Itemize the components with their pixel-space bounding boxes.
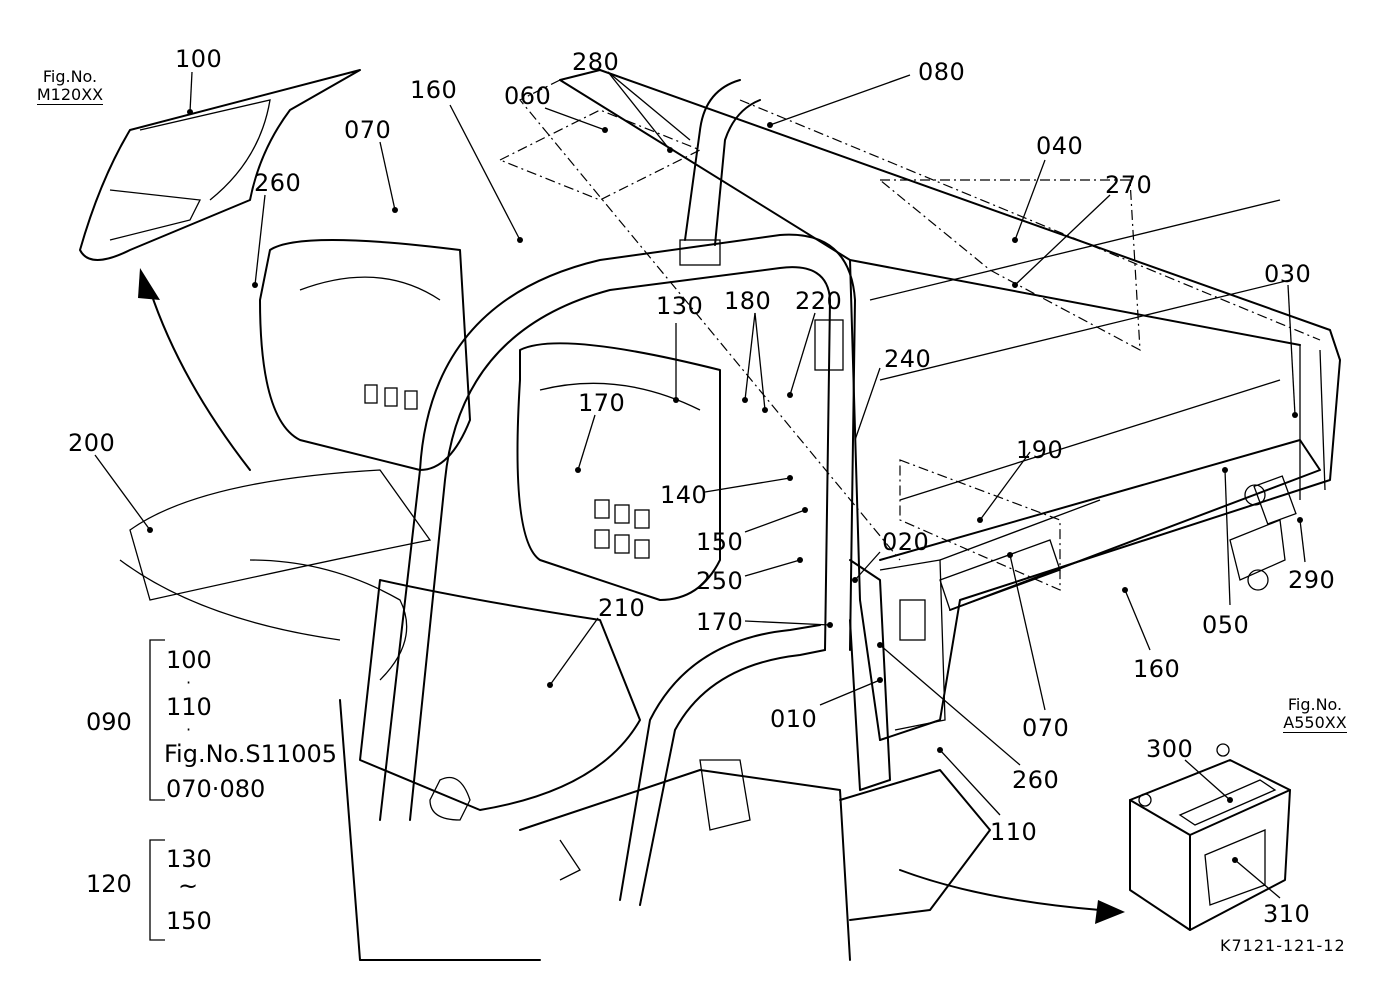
group-item: 130 — [166, 845, 212, 873]
group-item: 100 — [166, 646, 212, 674]
fig-ref-a550xx: Fig.No. A550XX — [1278, 696, 1352, 733]
group-item: Fig.No.S11005 — [164, 740, 338, 768]
callout-100: 100 — [175, 45, 223, 73]
lower-body — [119, 559, 991, 961]
callout-140: 140 — [660, 481, 708, 509]
callout-050: 050 — [1202, 611, 1250, 639]
roll-bar — [379, 79, 946, 906]
fig-ref-label: Fig.No. — [1287, 695, 1343, 714]
callout-310: 310 — [1263, 900, 1311, 928]
fig-ref-label: Fig.No. — [42, 67, 98, 86]
callout-070: 070 — [344, 116, 392, 144]
callout-130: 130 — [656, 292, 704, 320]
callout-240: 240 — [884, 345, 932, 373]
callout-200: 200 — [68, 429, 116, 457]
direction-arrows — [138, 268, 1125, 924]
callout-150: 150 — [696, 528, 744, 556]
callout-220: 220 — [795, 287, 843, 315]
callout-190: 190 — [1016, 436, 1064, 464]
group-090-id: 090 — [86, 708, 132, 736]
callout-250: 250 — [696, 567, 744, 595]
callout-010: 010 — [770, 705, 818, 733]
callout-300: 300 — [1146, 735, 1194, 763]
callout-290: 290 — [1288, 566, 1336, 594]
callout-160: 160 — [1133, 655, 1181, 683]
callout-280: 280 — [572, 48, 620, 76]
leader-lines — [94, 71, 1306, 941]
group-120-id: 120 — [86, 870, 132, 898]
fig-ref-m120xx: Fig.No. M120XX — [30, 68, 110, 105]
group-item: 110 — [166, 693, 212, 721]
hood-panel — [79, 69, 361, 261]
group-item: · — [186, 673, 192, 692]
group-item: · — [186, 720, 192, 739]
fig-ref-code: A550XX — [1283, 713, 1347, 733]
callout-020: 020 — [882, 528, 930, 556]
callout-040: 040 — [1036, 132, 1084, 160]
group-item: 150 — [166, 907, 212, 935]
callout-260: 260 — [1012, 766, 1060, 794]
fig-ref-code: M120XX — [36, 85, 104, 105]
callout-170: 170 — [696, 608, 744, 636]
callout-160: 160 — [410, 76, 458, 104]
callout-points — [147, 109, 1303, 863]
seat-backs — [129, 239, 721, 811]
callout-080: 080 — [918, 58, 966, 86]
callout-030: 030 — [1264, 260, 1312, 288]
drawing-code: K7121-121-12 — [1220, 936, 1346, 955]
callout-210: 210 — [598, 594, 646, 622]
group-item: ~ — [178, 872, 199, 900]
group-item: 070·080 — [166, 775, 266, 803]
callout-180: 180 — [724, 287, 772, 315]
callout-260: 260 — [254, 169, 302, 197]
callout-270: 270 — [1105, 171, 1153, 199]
callout-070: 070 — [1022, 714, 1070, 742]
callout-060: 060 — [504, 82, 552, 110]
battery — [1129, 743, 1291, 931]
callout-170: 170 — [578, 389, 626, 417]
callout-110: 110 — [990, 818, 1038, 846]
